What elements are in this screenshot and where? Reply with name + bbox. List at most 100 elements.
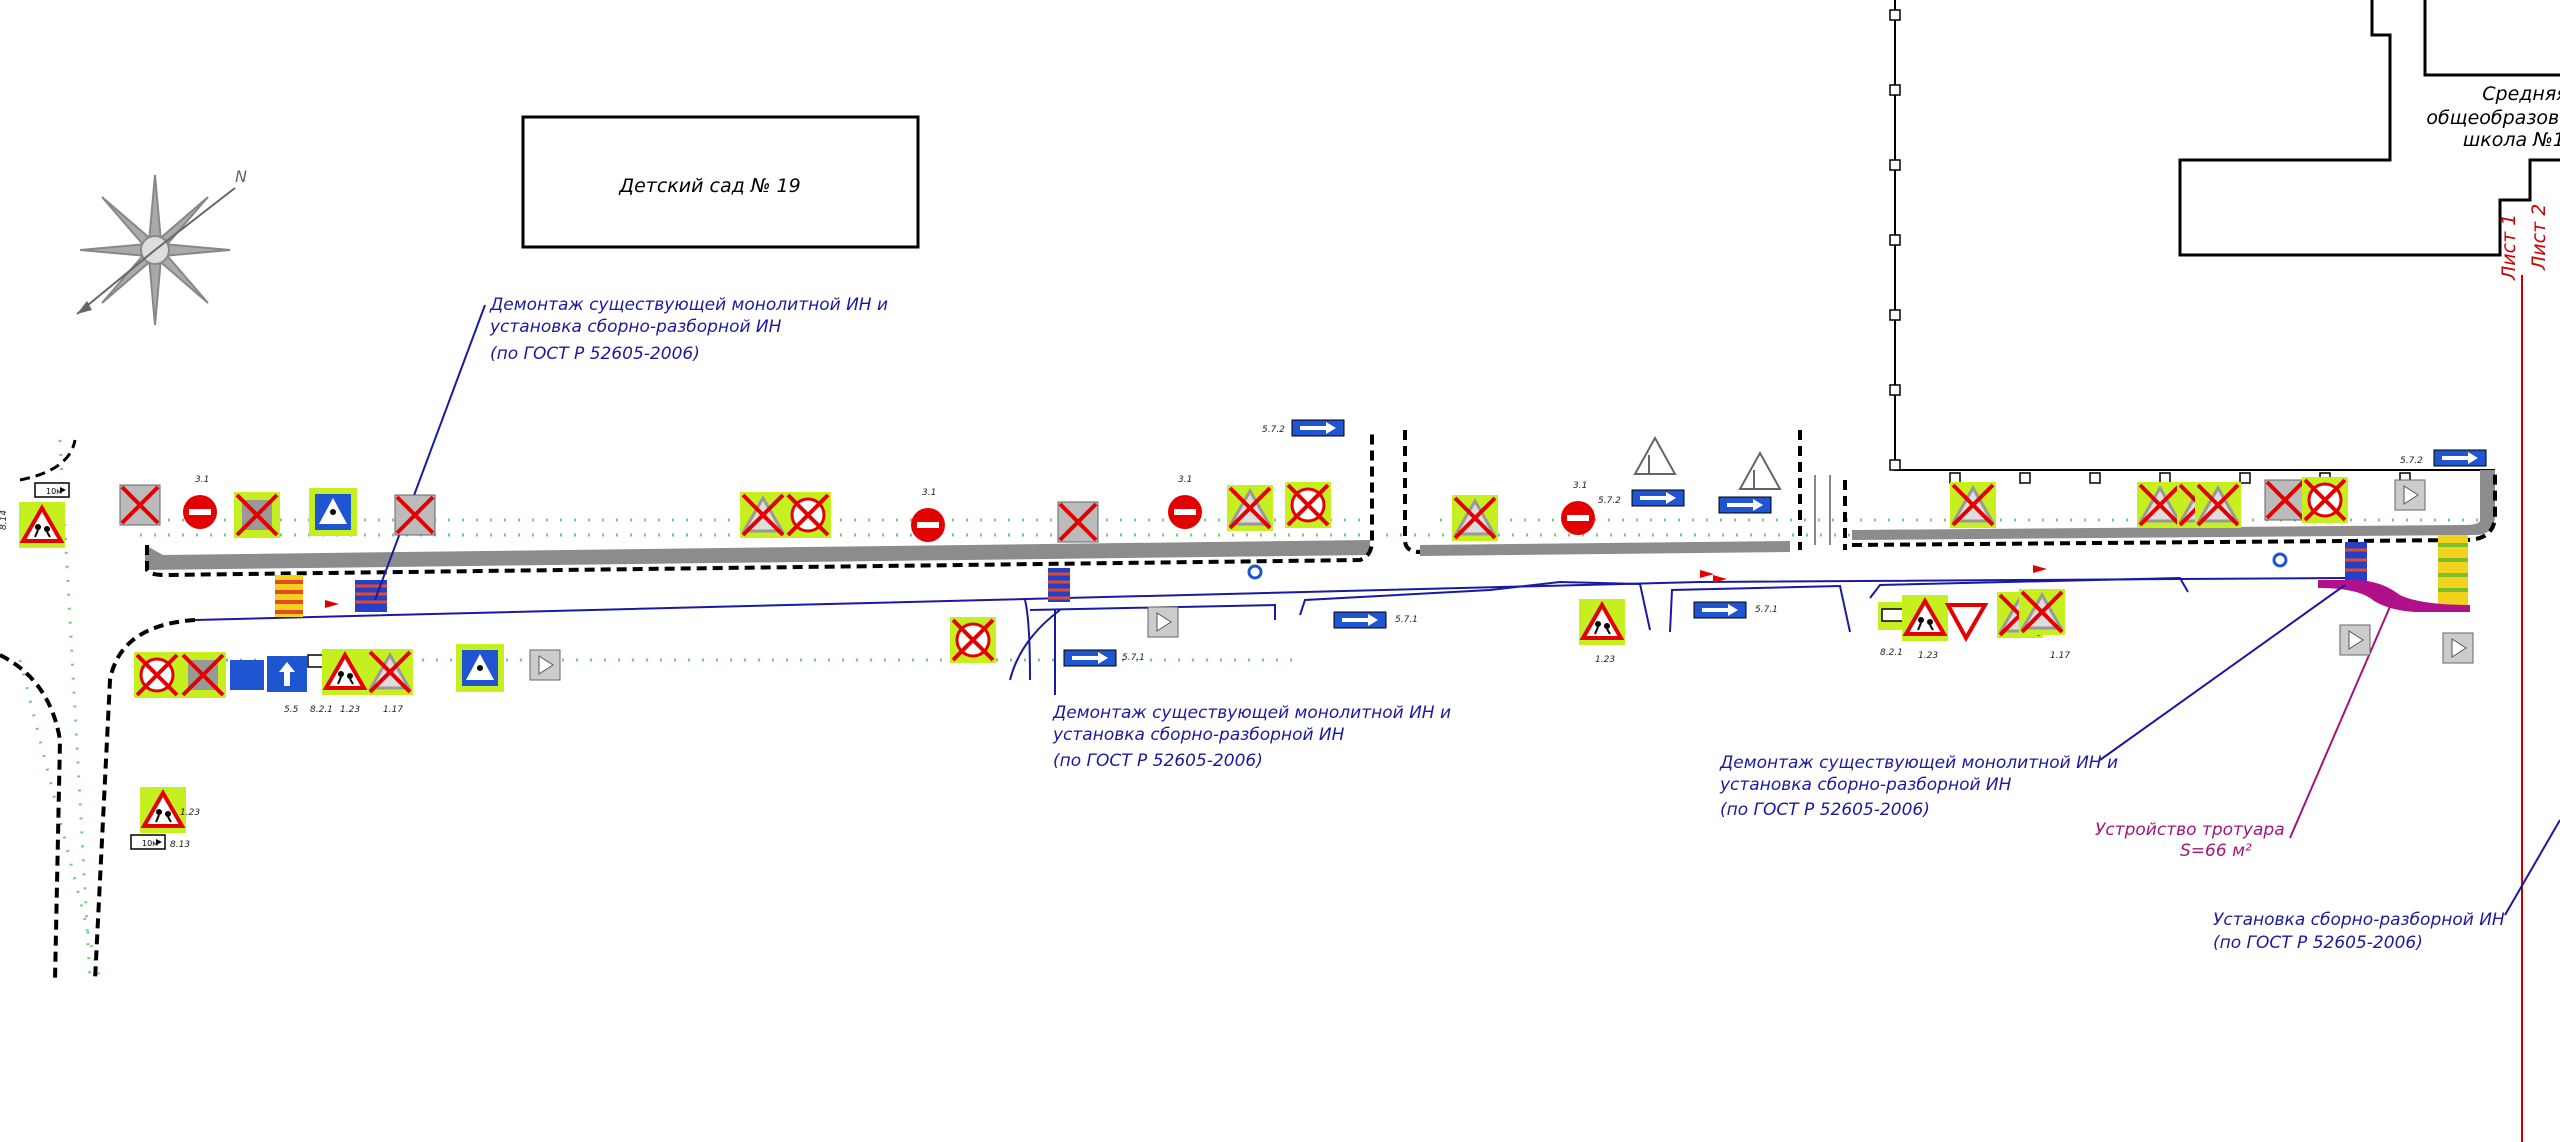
sign-label-571a: 5.7.1 <box>1122 653 1145 663</box>
sign-s-gray-3 <box>2339 624 2371 656</box>
sign-label-821: 8.2.1 <box>310 705 333 715</box>
note-3-line-1: Демонтаж существующей монолитной ИН и <box>1719 753 2118 773</box>
sign-crossed-10 <box>2193 480 2243 530</box>
sign-crossed-1 <box>232 490 282 540</box>
sign-hatch-4 <box>2263 478 2307 522</box>
kindergarten-building: Детский сад № 19 <box>521 115 920 249</box>
note-3-line-2: установка сборно-разборной ИН <box>1719 775 2012 795</box>
note-1-line-1: Демонтаж существующей монолитной ИН и <box>489 295 888 315</box>
sign-noentry-3 <box>1168 495 1202 529</box>
sign-s-gray-1 <box>529 649 561 681</box>
sign-s-children-1 <box>320 647 370 697</box>
sign-label-31a: 3.1 <box>195 475 209 485</box>
sign-noentry-2 <box>911 508 945 542</box>
school-label-2: общеобразовате <box>2426 107 2560 129</box>
sign-s-crossed-2 <box>178 650 228 700</box>
sign-label-571b: 5.7.1 <box>1395 615 1418 625</box>
note-1-line-3: (по ГОСТ Р 52605-2006) <box>490 344 700 364</box>
sign-s-oneway-3 <box>1693 601 1747 619</box>
sign-gray-1 <box>2394 479 2426 511</box>
sign-s-crossed-3 <box>365 647 415 697</box>
sign-crossed-8 <box>2135 480 2185 530</box>
school-fence <box>1889 0 2495 484</box>
sign-label-31b: 3.1 <box>922 488 936 498</box>
signs-south: 5.5 8.2.1 1.23 1.17 1.23 8.13 5.7.1 5.7.… <box>130 587 2474 850</box>
school-label-3: школа №13 <box>2463 129 2560 151</box>
sign-dead-end-1 <box>1634 437 1676 475</box>
sidewalk-leader <box>2289 594 2396 839</box>
sign-label-123d: 1.23 <box>1918 651 1938 661</box>
sign-oneway-1 <box>1291 419 1345 437</box>
note-2-line-2: установка сборно-разборной ИН <box>1052 725 1345 745</box>
sign-label-117: 1.17 <box>383 705 403 715</box>
sign-noentry-4 <box>1561 501 1595 535</box>
sign-dead-end-2 <box>1739 452 1781 490</box>
sign-label-123c: 1.23 <box>1595 655 1615 665</box>
install-line-1: Установка сборно-разборной ИН <box>2213 910 2505 930</box>
compass-rose: N <box>76 167 247 326</box>
sheet-2-label: Лист 2 <box>2528 204 2550 271</box>
sign-ped-1 <box>309 488 357 536</box>
school-building: Средняя общеобразовате школа №13 <box>2178 0 2560 257</box>
plate-sign-1 <box>34 482 70 498</box>
note-3-line-3: (по ГОСТ Р 52605-2006) <box>1720 800 1930 820</box>
note-sidewalk: Устройство тротуара S=66 м² <box>2095 820 2285 861</box>
sign-label-821b: 8.2.1 <box>1880 648 1903 658</box>
sign-s-crossed-6 <box>2017 587 2067 637</box>
sign-crossed-2 <box>738 490 788 540</box>
markers <box>325 552 2288 608</box>
sign-label-571c: 5.7.1 <box>1755 605 1778 615</box>
install-line-2: (по ГОСТ Р 52605-2006) <box>2213 933 2423 953</box>
sign-s-children-4 <box>1900 593 1950 643</box>
sign-crossed-4 <box>1225 483 1275 533</box>
sign-children-1 <box>17 500 67 550</box>
note-1: Демонтаж существующей монолитной ИН и ус… <box>489 295 888 364</box>
sign-label-572a: 5.7.2 <box>1262 425 1285 435</box>
sign-oneway-3 <box>1718 496 1772 514</box>
sign-label-123a: 1.23 <box>180 808 200 818</box>
sign-label-572c: 5.7.2 <box>2400 456 2423 466</box>
sidewalk-line-1: Устройство тротуара <box>2095 820 2285 840</box>
note-2-line-3: (по ГОСТ Р 52605-2006) <box>1053 751 1263 771</box>
crossing-5 <box>2438 535 2468 610</box>
note-2: Демонтаж существующей монолитной ИН и ус… <box>1052 703 1451 771</box>
sheet-1-label: Лист 1 <box>2498 214 2520 281</box>
signs-north: 8.14 3.1 3.1 3.1 5.7.2 3.1 5.7.2 <box>0 419 2487 550</box>
sign-crossed-5 <box>1283 480 1333 530</box>
sign-hatch-3 <box>1056 500 1100 544</box>
sign-label-813: 8.13 <box>170 840 190 850</box>
sign-s-ped-1 <box>456 644 504 692</box>
sign-s-children-3 <box>1577 597 1627 647</box>
note-1-line-2: установка сборно-разборной ИН <box>489 317 782 337</box>
sidewalk-line-2: S=66 м² <box>2180 841 2252 861</box>
note-install: Установка сборно-разборной ИН (по ГОСТ Р… <box>2213 910 2505 953</box>
sign-s-gray-4 <box>2442 632 2474 664</box>
sign-crossed-6 <box>1450 493 1500 543</box>
sign-label-31d: 3.1 <box>1573 481 1587 491</box>
sign-s-blue-1 <box>230 660 264 690</box>
sign-crossed-7 <box>1948 480 1998 530</box>
plate-s-2 <box>130 834 166 850</box>
sign-crossed-11 <box>2300 475 2350 525</box>
sign-label-31c: 3.1 <box>1178 475 1192 485</box>
sign-oneway-4 <box>2433 449 2487 467</box>
sign-s-oneway-1 <box>1063 649 1117 667</box>
sign-s-oneway-2 <box>1333 611 1387 629</box>
crossing-3 <box>1048 568 1070 602</box>
kindergarten-label: Детский сад № 19 <box>618 175 801 197</box>
sign-label-572b: 5.7.2 <box>1598 496 1621 506</box>
sign-s-triangle-down <box>1944 603 1989 643</box>
sign-label-123b: 1.23 <box>340 705 360 715</box>
crossings <box>275 535 2468 617</box>
school-label-1: Средняя <box>2482 83 2560 105</box>
crossing-1 <box>275 575 303 617</box>
sign-oneway-2 <box>1631 489 1685 507</box>
crossing-2 <box>355 580 387 612</box>
main-road <box>0 430 2497 981</box>
sign-s-crossed-4 <box>948 615 998 665</box>
sign-crossed-3 <box>783 490 833 540</box>
sign-noentry-1 <box>183 495 217 529</box>
note-3: Демонтаж существующей монолитной ИН и ус… <box>1719 753 2118 820</box>
note-2-line-1: Демонтаж существующей монолитной ИН и <box>1052 703 1451 723</box>
svg-text:N: N <box>235 167 247 186</box>
